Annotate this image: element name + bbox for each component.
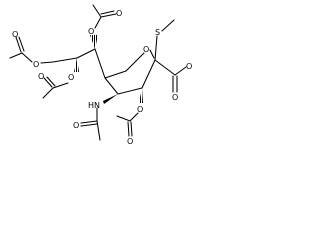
bond-ring-6	[104, 70, 127, 79]
acetamide-bonds	[80, 94, 118, 141]
bond-o-acyl-left	[21, 52, 33, 63]
atom-labels: O S O O O O O O O O HN O O O	[12, 9, 192, 146]
atom-o-ring: O	[143, 45, 149, 54]
atom-o-acetate-mid: O	[68, 73, 74, 82]
bond-acyl-carbonyl-top-b	[100, 10, 115, 15]
structure-svg: O S O O O O O O O O HN O O O	[9, 4, 192, 146]
bond-amide-methyl	[96, 120, 101, 141]
hash-bond-c4-o	[139, 88, 143, 103]
bond-ring-2	[149, 49, 155, 59]
bond-acyl-carbonyl-mid-b	[46, 76, 56, 87]
bond-c2-s	[154, 35, 158, 61]
bond-ring-4	[117, 87, 143, 95]
bond-amide-carbonyl-b	[80, 123, 98, 127]
bond-o-acyl-top	[94, 16, 102, 29]
bond-acyl-carbonyl-low-b	[130, 121, 133, 137]
hash-bond-c7-o	[90, 35, 98, 49]
bond-c2-carboxyl	[154, 59, 176, 76]
structure-diagram: O S O O O O O O O O HN O O O	[0, 0, 196, 152]
atom-o-acetate-low: O	[137, 105, 143, 114]
bond-acyl-carbonyl-low-a	[127, 121, 130, 137]
bond-c7-c8	[76, 48, 96, 59]
bond-ring-1	[125, 52, 145, 72]
atom-o-acetate-top: O	[88, 27, 94, 36]
mid-acetate-bonds	[42, 76, 69, 99]
atom-o-acetate-mid-carbonyl: O	[38, 72, 44, 81]
hash-bond-c8-o	[74, 58, 79, 72]
bond-o-acyl-low	[129, 112, 139, 122]
atom-o-acetate-top-carbonyl: O	[116, 9, 122, 18]
anomeric-bonds	[154, 19, 187, 93]
low-acetate-bonds	[116, 88, 143, 137]
bond-acyl-methyl-low	[116, 115, 131, 122]
atom-o-ester: O	[186, 62, 192, 71]
atom-s-thio: S	[155, 28, 160, 37]
side-chain-bonds	[9, 35, 106, 79]
bond-acyl-methyl-top	[92, 4, 102, 18]
bond-amide-carbonyl-a	[80, 120, 98, 124]
atom-o-ester-carbonyl: O	[172, 93, 178, 102]
bond-c6-c7	[94, 48, 106, 79]
atom-o-acetate-low-carbonyl: O	[127, 137, 133, 146]
atom-o-acetate-left-carbonyl: O	[12, 30, 18, 39]
ring-bonds	[104, 49, 156, 95]
top-acetate-bonds	[92, 4, 117, 29]
bond-ring-5	[104, 77, 119, 95]
bond-c8-c9	[52, 57, 78, 63]
atom-o-amide: O	[73, 121, 79, 130]
wedge-c5-n	[103, 94, 118, 104]
bond-o-acyl-mid	[52, 82, 69, 89]
bond-acyl-carbonyl-top	[100, 13, 117, 18]
bond-acyl-methyl-mid	[42, 87, 54, 99]
bond-c9-o	[40, 61, 54, 64]
bond-s-ch3	[161, 19, 175, 32]
bond-acyl-carbonyl-left-a	[15, 36, 22, 53]
bond-acyl-methyl-left	[9, 52, 23, 59]
bond-acyl-carbonyl-mid-a	[43, 77, 53, 88]
atom-nh: HN	[88, 101, 100, 110]
bond-acyl-carbonyl-left-b	[18, 36, 25, 52]
bond-carboxyl-o	[174, 66, 187, 76]
atom-o-acetate-left: O	[33, 60, 39, 69]
bond-ring-3	[141, 59, 156, 89]
